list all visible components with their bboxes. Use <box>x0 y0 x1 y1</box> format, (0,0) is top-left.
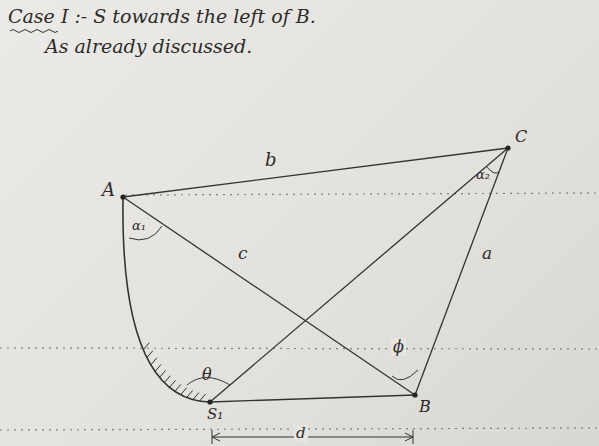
point <box>120 194 125 199</box>
hatch-stroke <box>175 384 181 391</box>
wavy-underline <box>10 30 58 33</box>
angle-label: α₁ <box>132 219 146 233</box>
side-label: b <box>265 150 277 170</box>
arrowhead <box>405 433 413 441</box>
hatch-stroke <box>164 376 170 383</box>
hatch-stroke <box>200 394 206 401</box>
angle-label: θ <box>202 366 212 384</box>
line-s1-b <box>210 395 415 402</box>
point <box>207 399 212 404</box>
hatch-stroke <box>169 380 175 387</box>
point-label: S₁ <box>207 406 223 423</box>
point-label: B <box>419 398 431 416</box>
hatch-stroke <box>187 391 193 398</box>
hatch-stroke <box>151 358 157 365</box>
angle-arc <box>392 370 418 380</box>
line-c-s1 <box>210 148 508 402</box>
path-curve <box>123 197 210 402</box>
hatch-stroke <box>193 393 199 400</box>
side-c <box>123 197 415 395</box>
side-label: a <box>482 244 492 263</box>
hatch-stroke <box>155 364 161 371</box>
dimension-label: d <box>294 425 308 442</box>
point-label: C <box>515 128 527 146</box>
dimension-line <box>212 437 413 438</box>
angle-label: α₂ <box>476 168 490 182</box>
arrowhead <box>212 433 220 441</box>
note-text: As already discussed. <box>45 36 252 57</box>
side-label: c <box>238 244 248 263</box>
point <box>412 392 417 397</box>
point-label: A <box>102 180 115 200</box>
guide-line <box>0 348 599 349</box>
side-b <box>123 148 508 197</box>
hatch-stroke <box>181 388 187 395</box>
guide-line <box>125 193 599 195</box>
hatch-stroke <box>143 343 149 350</box>
hatching <box>143 343 205 401</box>
point <box>505 145 510 150</box>
angle-label: ϕ <box>391 338 406 356</box>
side-a <box>415 148 508 395</box>
case-heading: Case I :- S towards the left of B. <box>8 6 316 27</box>
hatch-stroke <box>147 351 153 358</box>
hatch-stroke <box>160 370 166 377</box>
